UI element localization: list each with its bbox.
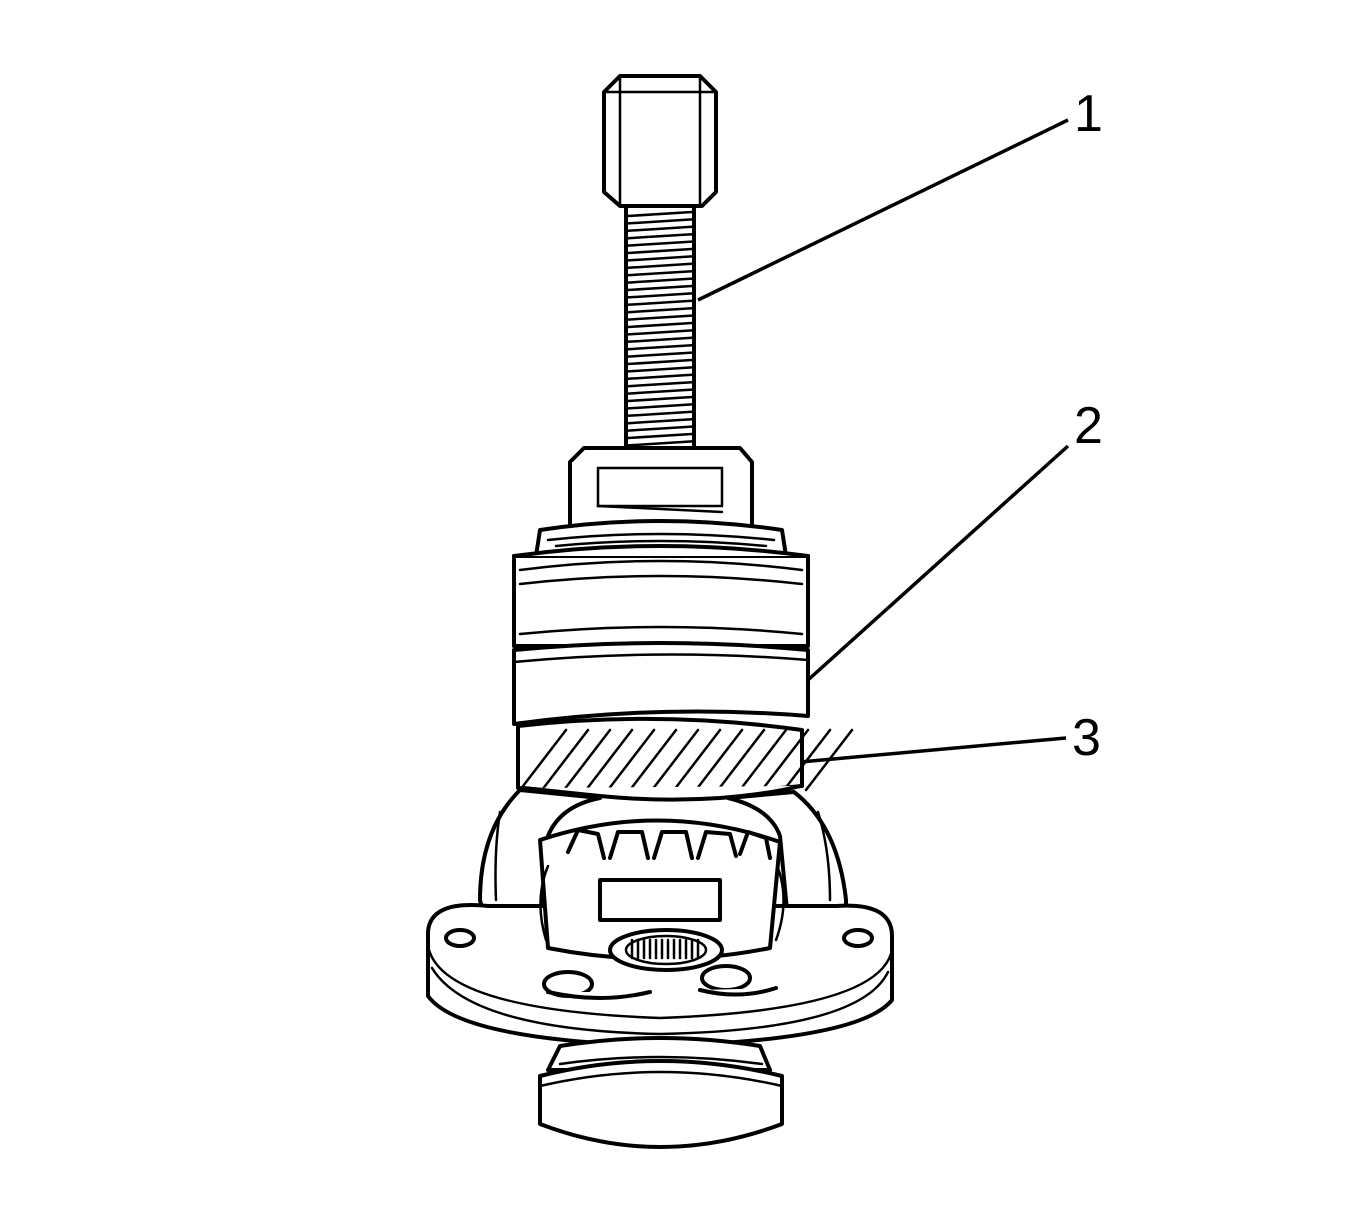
differential-case <box>426 788 894 1048</box>
callout-1: 1 <box>1074 85 1103 143</box>
installer-nut <box>568 446 754 530</box>
leader-lines <box>697 118 1070 764</box>
callout-3: 3 <box>1072 709 1101 767</box>
threaded-screw <box>624 204 696 466</box>
helical-gear <box>516 716 854 802</box>
leader-line-1 <box>697 118 1069 302</box>
installer-lower-body <box>512 641 810 726</box>
leader-line-2 <box>806 444 1070 682</box>
lower-bearing <box>538 1036 784 1149</box>
installer-upper-body <box>512 544 810 648</box>
leader-line-3 <box>799 736 1067 764</box>
callout-2: 2 <box>1074 397 1103 455</box>
screw-hex-head <box>602 74 718 208</box>
